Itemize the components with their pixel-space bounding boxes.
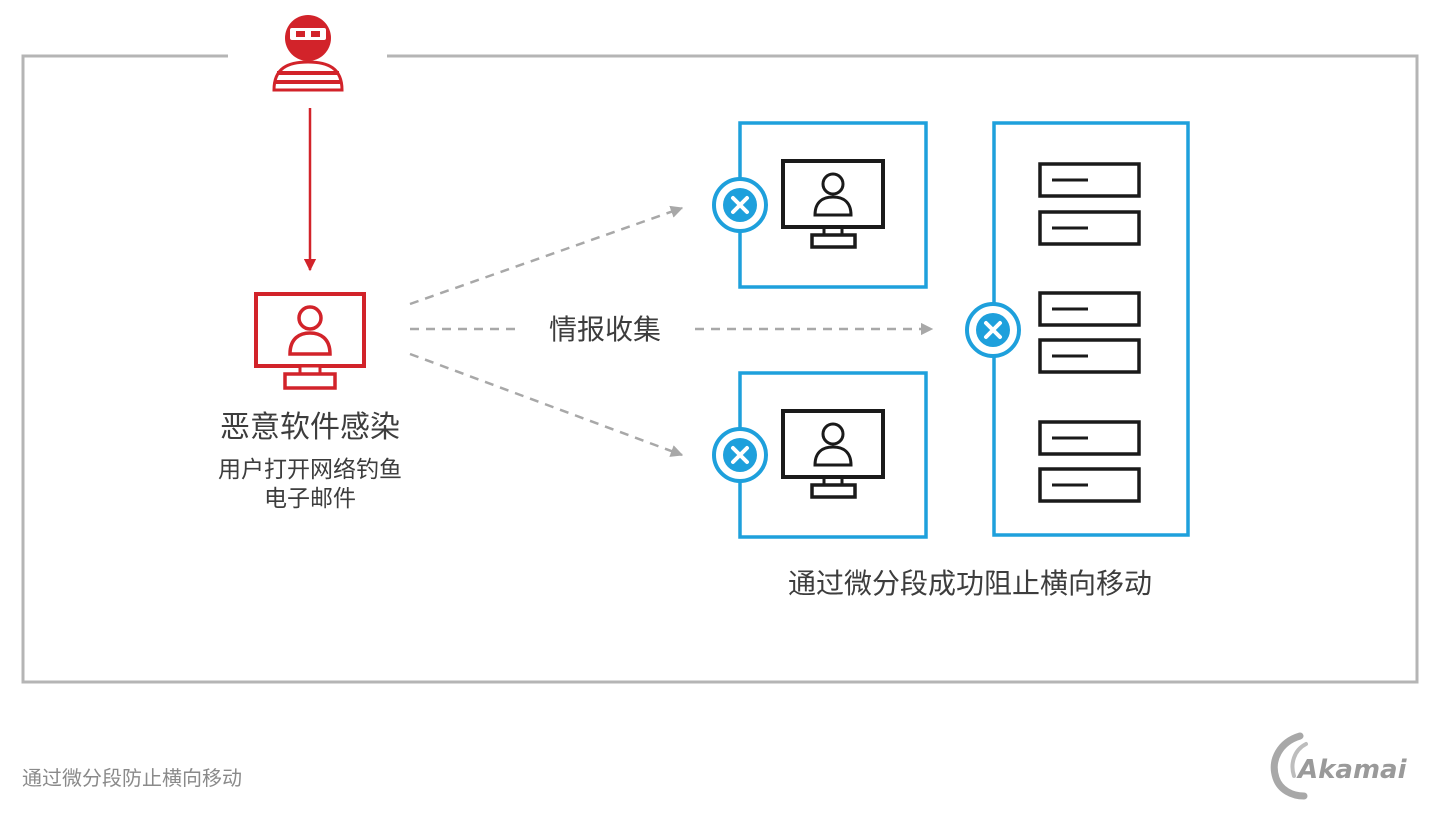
malware-infection-title: 恶意软件感染 — [220, 410, 400, 445]
blocked-x-icon — [712, 177, 768, 233]
footer-caption: 通过微分段防止横向移动 — [22, 766, 242, 790]
server-rack-icon — [1038, 162, 1141, 246]
segment-bottom — [712, 371, 928, 539]
recon-arrow-top — [409, 205, 684, 306]
blocked-x-icon — [712, 427, 768, 483]
brand-logo-mark — [1270, 732, 1308, 800]
brand-logo-text: Akamai — [1298, 755, 1407, 785]
blocked-movement-label: 通过微分段成功阻止横向移动 — [787, 567, 1152, 600]
recon-label: 情报收集 — [520, 308, 690, 348]
masked-attacker-icon — [272, 15, 344, 92]
malware-infection-subtitle-line1: 用户打开网络钓鱼 — [218, 457, 402, 483]
server-rack-icon — [1038, 291, 1141, 374]
server-rack-icon — [1038, 420, 1141, 503]
network-boundary — [21, 54, 1419, 684]
workstation-icon — [781, 409, 885, 499]
segment-servers — [965, 121, 1190, 537]
blocked-x-icon — [965, 302, 1021, 358]
workstation-icon — [781, 159, 885, 249]
recon-arrow-bottom — [409, 352, 684, 457]
malware-infection-subtitle-line2: 电子邮件 — [264, 486, 356, 512]
segment-top — [712, 121, 928, 289]
workstation-red-icon — [254, 292, 366, 390]
